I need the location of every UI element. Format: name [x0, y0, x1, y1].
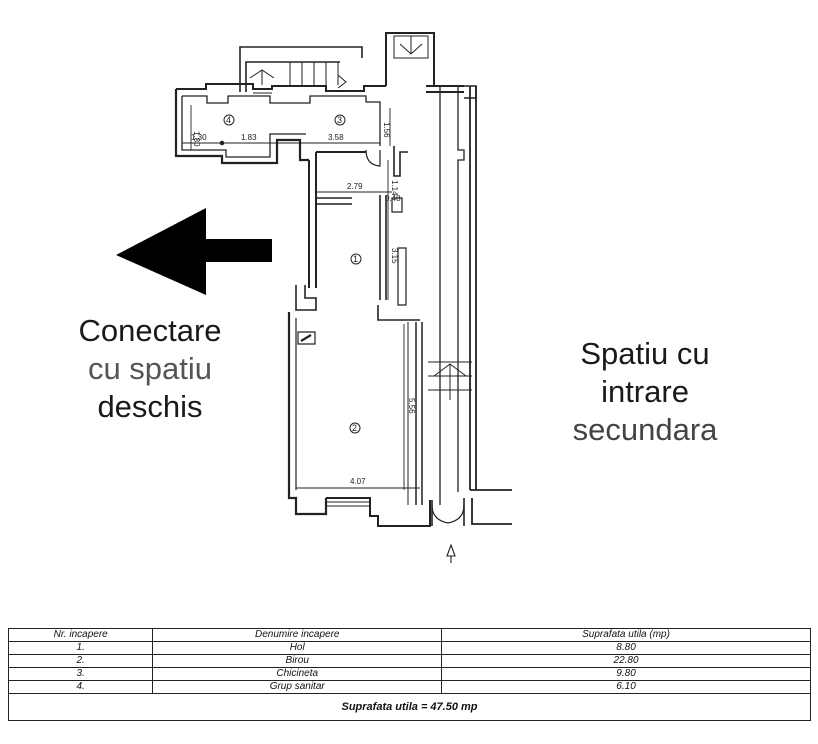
room-number: 4.: [7, 680, 154, 694]
room-number: 3.: [7, 667, 154, 681]
header-room-name: Denumire incapere: [152, 628, 443, 642]
label-line: Conectare: [78, 313, 222, 348]
dimension-label: 5.56: [407, 398, 416, 414]
header-usable-area: Suprafata utila (mp): [441, 628, 811, 642]
label-line: cu spatiu: [87, 351, 213, 386]
room-area-table: Nr. incapere Denumire incapere Suprafata…: [7, 628, 811, 721]
entrance-arrow-icon: [446, 543, 456, 563]
dimension-label: 1.56: [382, 122, 391, 138]
dimension-label: 4.07: [350, 477, 366, 486]
room-marker-2: 2: [349, 422, 361, 434]
room-number: 2.: [7, 654, 154, 668]
room-marker-1: 1: [350, 253, 362, 265]
room-number: 1.: [7, 641, 154, 655]
left-arrow-icon: [116, 208, 272, 295]
label-line: secundara: [572, 412, 718, 447]
dimension-label: 1.30: [191, 133, 207, 142]
room-marker-3: 3: [334, 114, 346, 126]
label-line: deschis: [97, 389, 203, 424]
secondary-entrance-space-label: Spatiu cu intrare secundara: [545, 335, 745, 449]
table-row: 1. Hol 8.80: [7, 641, 811, 655]
svg-text:3: 3: [337, 115, 342, 125]
connection-open-space-label: Conectare cu spatiu deschis: [40, 312, 260, 426]
room-name: Hol: [152, 641, 443, 655]
room-area: 22.80: [441, 654, 811, 668]
total-area: Suprafata utila = 47.50 mp: [8, 693, 811, 721]
dimension-label: 3.15: [390, 248, 399, 264]
svg-text:2: 2: [352, 423, 357, 433]
table-total-row: Suprafata utila = 47.50 mp: [8, 693, 811, 721]
dimension-label: 1.83: [241, 133, 257, 142]
svg-text:1: 1: [353, 254, 358, 264]
svg-text:4: 4: [226, 115, 231, 125]
dimension-label: 0.48: [385, 194, 401, 203]
room-area: 6.10: [441, 680, 811, 694]
dimension-label: 2.79: [347, 182, 363, 191]
dimension-label: 1.80: [192, 131, 201, 147]
room-name: Chicineta: [152, 667, 443, 681]
table-row: 2. Birou 22.80: [7, 654, 811, 668]
table-header-row: Nr. incapere Denumire incapere Suprafata…: [7, 628, 811, 642]
table-row: 3. Chicineta 9.80: [7, 667, 811, 681]
dimension-label: 3.58: [328, 133, 344, 142]
room-name: Birou: [152, 654, 443, 668]
dimension-label: 1.14: [390, 180, 399, 196]
label-line: intrare: [601, 374, 689, 409]
table-row: 4. Grup sanitar 6.10: [7, 680, 811, 694]
room-area: 8.80: [441, 641, 811, 655]
room-area: 9.80: [441, 667, 811, 681]
room-marker-4: 4: [223, 114, 235, 126]
floor-plan: 1.80 1.30 1.83 3.58 1.56 2.79 1.14 0.48 …: [116, 32, 512, 563]
header-room-number: Nr. incapere: [7, 628, 154, 642]
room-name: Grup sanitar: [152, 680, 443, 694]
label-line: Spatiu cu: [580, 336, 710, 371]
